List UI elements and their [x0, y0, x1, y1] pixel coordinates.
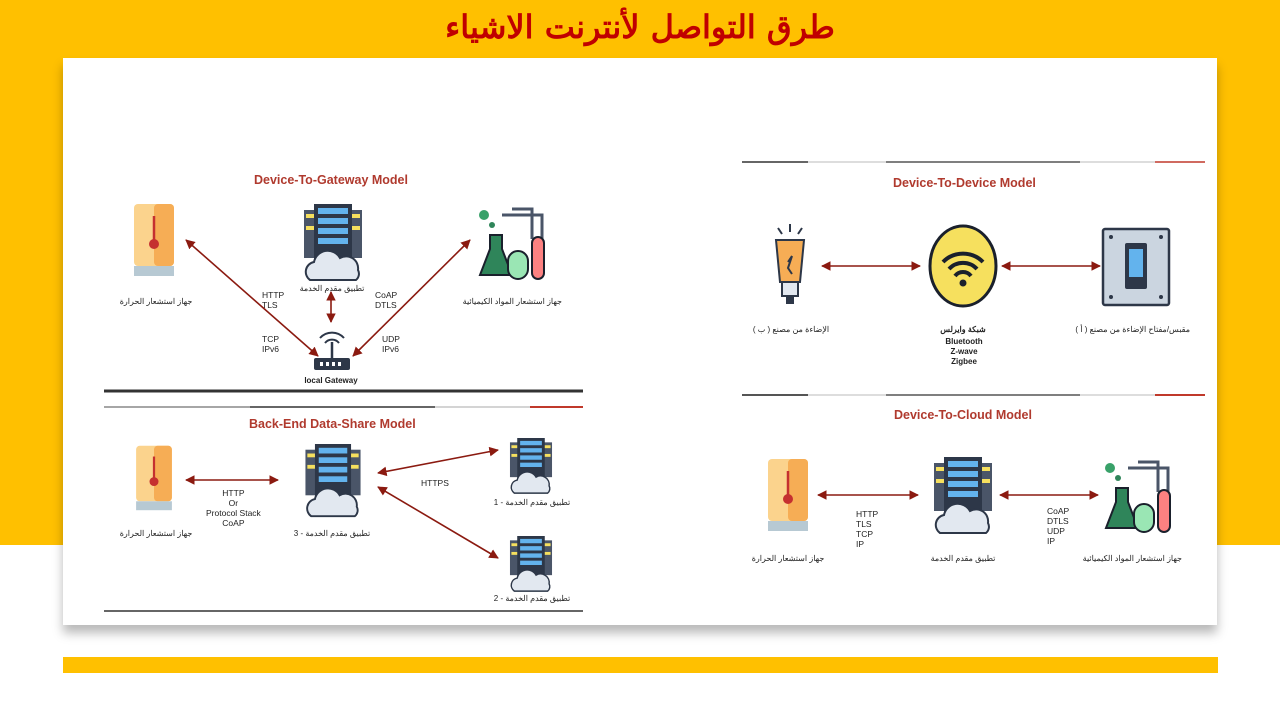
- backend-server2-label: تطبيق مقدم الخدمة - 2: [493, 594, 571, 603]
- chemistry-flask-icon: [478, 207, 545, 280]
- cloud-temp-label: جهاز استشعار الحرارة: [751, 554, 825, 563]
- thermometer-icon: [768, 459, 808, 531]
- gateway-server-label: تطبيق مقدم الخدمة: [299, 284, 365, 293]
- gateway-proto-left-bottom: TCP IPv6: [262, 334, 280, 354]
- backend-server3-label: تطبيق مقدم الخدمة - 3: [293, 529, 371, 538]
- server-cloud-icon: [509, 536, 553, 592]
- wifi-icon: [928, 224, 998, 308]
- light-switch-icon: [1101, 227, 1171, 307]
- slide-title: طرق التواصل لأنترنت الاشياء: [445, 8, 835, 46]
- device-wireless-protocols: Bluetooth Z-wave Zigbee: [945, 337, 983, 366]
- backend-model-title: Back-End Data-Share Model: [249, 417, 416, 431]
- device-model-title: Device-To-Device Model: [893, 176, 1036, 190]
- device-switch-label: مقبس/مفتاح الإضاءة من مصنع ( أ ): [1075, 325, 1190, 334]
- cloud-chem-label: جهاز استشعار المواد الكيميائية: [1082, 554, 1182, 563]
- bulb-icon: [774, 224, 806, 304]
- backend-proto-left: HTTP Or Protocol Stack CoAP: [206, 488, 261, 528]
- backend-temp-label: جهاز استشعار الحرارة: [119, 529, 193, 538]
- gateway-label: local Gateway: [304, 376, 358, 385]
- gateway-proto-left-top: HTTP TLS: [262, 290, 285, 310]
- thermometer-icon: [134, 204, 174, 276]
- gateway-proto-right-bottom: UDP IPv6: [382, 334, 400, 354]
- cloud-server-label: تطبيق مقدم الخدمة: [930, 554, 996, 563]
- backend-server1-label: تطبيق مقدم الخدمة - 1: [493, 498, 571, 507]
- gateway-model-title: Device-To-Gateway Model: [254, 173, 408, 187]
- cloud-model-title: Device-To-Cloud Model: [894, 408, 1032, 422]
- gateway-temp-label: جهاز استشعار الحرارة: [119, 297, 193, 306]
- backend-proto-https: HTTPS: [421, 478, 449, 488]
- server-cloud-icon: [304, 204, 362, 281]
- cloud-proto-right: CoAP DTLS UDP IP: [1047, 506, 1070, 546]
- gateway-proto-right-top: CoAP DTLS: [375, 290, 398, 310]
- device-wireless-label: شبكة وايرلس: [940, 325, 986, 334]
- chemistry-flask-icon: [1104, 460, 1171, 533]
- server-cloud-icon: [934, 457, 992, 534]
- bottom-accent-bar: [63, 657, 1218, 673]
- cloud-proto-left: HTTP TLS TCP IP: [856, 509, 879, 549]
- gateway-chem-label: جهاز استشعار المواد الكيميائية: [462, 297, 562, 306]
- thermometer-icon: [136, 445, 172, 511]
- router-icon: [314, 331, 350, 370]
- server-cloud-icon: [305, 444, 361, 518]
- device-bulb-label: الإضاءة من مصنع ( ب ): [752, 325, 830, 334]
- server-cloud-icon: [509, 438, 553, 494]
